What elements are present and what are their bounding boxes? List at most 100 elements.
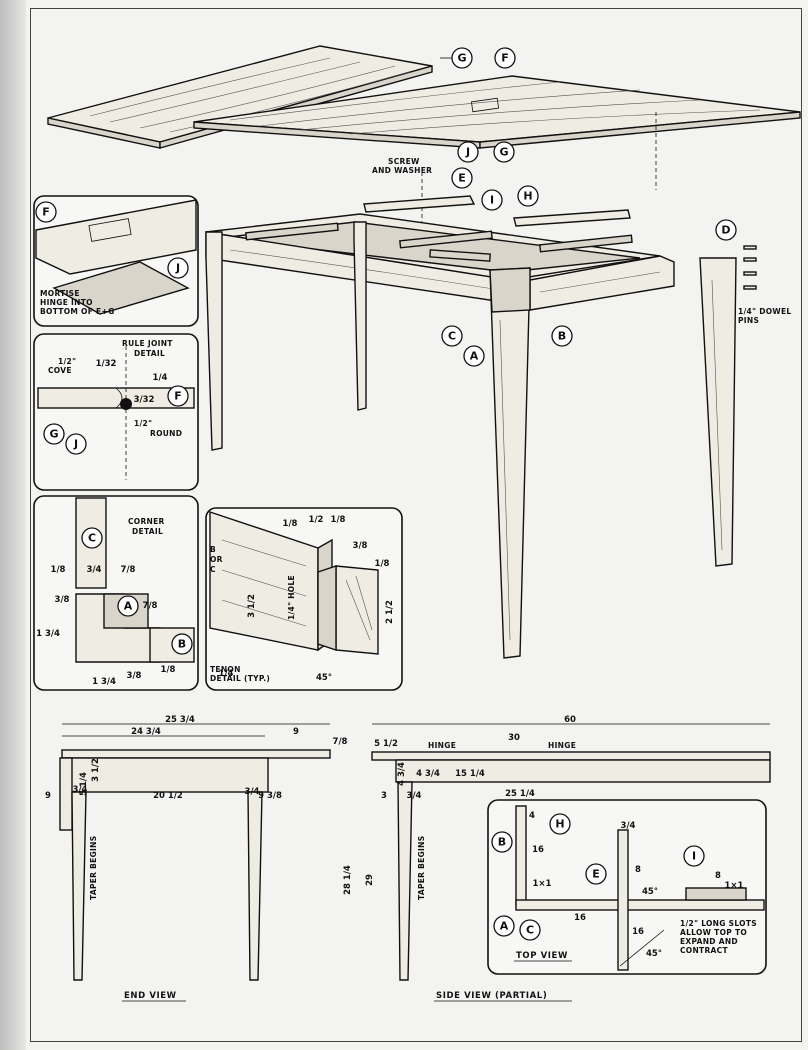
drawing-sheet xyxy=(30,8,802,1042)
svg-text:7/8: 7/8 xyxy=(143,601,158,611)
svg-text:J: J xyxy=(175,262,180,275)
svg-text:15 1/4: 15 1/4 xyxy=(455,769,485,779)
svg-text:COVE: COVE xyxy=(48,366,72,375)
svg-text:25 1/4: 25 1/4 xyxy=(505,789,535,799)
svg-text:1/32: 1/32 xyxy=(96,359,117,369)
callout-i xyxy=(481,189,503,211)
callout-f-top-label: F xyxy=(501,52,509,65)
svg-text:4 3/4: 4 3/4 xyxy=(416,769,440,779)
svg-text:C: C xyxy=(526,924,534,937)
top-f xyxy=(193,75,801,149)
svg-text:1/2": 1/2" xyxy=(58,357,76,366)
svg-text:EXPAND AND: EXPAND AND xyxy=(680,937,738,946)
svg-text:1/2": 1/2" xyxy=(134,419,152,428)
svg-text:J: J xyxy=(73,438,78,451)
svg-text:B: B xyxy=(498,836,506,849)
svg-text:RULE JOINT: RULE JOINT xyxy=(122,339,173,348)
page-binding-shadow xyxy=(0,0,26,1050)
svg-text:1/4" HOLE: 1/4" HOLE xyxy=(287,575,296,620)
callout-g-rule xyxy=(43,423,65,445)
svg-text:1×1: 1×1 xyxy=(533,879,552,889)
svg-text:PINS: PINS xyxy=(738,316,759,325)
svg-text:8: 8 xyxy=(715,871,721,881)
svg-text:25 3/4: 25 3/4 xyxy=(165,715,195,725)
callout-a xyxy=(463,345,485,367)
callout-g-top-label: G xyxy=(457,52,466,65)
svg-text:AND WASHER: AND WASHER xyxy=(372,166,432,175)
callout-c xyxy=(441,325,463,347)
svg-text:3/8: 3/8 xyxy=(55,595,70,605)
svg-text:F: F xyxy=(174,390,182,403)
svg-text:2 1/2: 2 1/2 xyxy=(385,600,395,624)
apron-frame xyxy=(205,213,675,311)
callout-a-corner xyxy=(117,595,139,617)
svg-text:DETAIL: DETAIL xyxy=(132,527,163,536)
callout-f-hinge xyxy=(35,201,57,223)
svg-text:30: 30 xyxy=(508,733,520,743)
svg-text:TAPER BEGINS: TAPER BEGINS xyxy=(417,836,426,900)
callout-i-label: I xyxy=(490,194,494,207)
svg-text:1/2" LONG SLOTS: 1/2" LONG SLOTS xyxy=(680,919,757,928)
svg-text:3/8: 3/8 xyxy=(127,671,142,681)
svg-text:DETAIL (TYP.): DETAIL (TYP.) xyxy=(210,674,270,683)
svg-text:45°: 45° xyxy=(646,949,662,959)
callouts-main: G F J G E H I D C B A xyxy=(440,47,737,367)
legs xyxy=(205,221,737,659)
svg-text:3 1/2: 3 1/2 xyxy=(247,594,257,618)
svg-text:7/8: 7/8 xyxy=(121,565,136,575)
callout-b-label: B xyxy=(558,330,566,343)
callout-j-rule xyxy=(65,433,87,455)
svg-text:3/4: 3/4 xyxy=(407,791,422,801)
svg-text:3/4: 3/4 xyxy=(621,821,636,831)
svg-text:TENON: TENON xyxy=(210,665,241,674)
inset-corner: C A B CORNER DETAIL 1/8 3/4 7/8 3/8 7/8 … xyxy=(33,495,199,691)
callout-b-top xyxy=(491,831,513,853)
callout-b xyxy=(551,325,573,347)
svg-text:1/4" DOWEL: 1/4" DOWEL xyxy=(738,307,791,316)
callout-c-label: C xyxy=(448,330,456,343)
svg-text:24 3/4: 24 3/4 xyxy=(131,727,161,737)
svg-text:9: 9 xyxy=(45,791,51,801)
callout-d xyxy=(715,219,737,241)
callout-g-under xyxy=(493,141,515,163)
note-screw-washer: SCREW AND WASHER xyxy=(372,157,432,175)
end-view: 25 3/4 24 3/4 9 7/8 3/4 3 1/2 5 1/4 20 1… xyxy=(45,715,348,1002)
callout-h xyxy=(517,185,539,207)
svg-text:1 3/4: 1 3/4 xyxy=(92,677,116,687)
svg-text:I: I xyxy=(692,850,696,863)
svg-text:1/8: 1/8 xyxy=(161,665,176,675)
svg-text:DETAIL: DETAIL xyxy=(134,349,165,358)
callout-a-top xyxy=(493,915,515,937)
svg-text:A: A xyxy=(124,600,133,613)
inset-rule-joint: RULE JOINT DETAIL 1/2" COVE 1/32 1/4 3/3… xyxy=(33,333,199,491)
svg-text:3/4: 3/4 xyxy=(245,787,260,797)
svg-text:7/8: 7/8 xyxy=(333,737,348,747)
svg-text:CORNER: CORNER xyxy=(128,517,165,526)
callout-a-label: A xyxy=(470,350,479,363)
svg-text:A: A xyxy=(500,920,509,933)
svg-text:MORTISE: MORTISE xyxy=(40,289,80,298)
svg-text:HINGE: HINGE xyxy=(548,741,576,750)
svg-text:29: 29 xyxy=(365,874,375,886)
svg-text:45°: 45° xyxy=(642,887,658,897)
svg-text:8: 8 xyxy=(635,865,641,875)
svg-text:B: B xyxy=(178,638,186,651)
svg-text:3/8: 3/8 xyxy=(353,541,368,551)
svg-text:3 1/2: 3 1/2 xyxy=(91,758,101,782)
callout-c-top xyxy=(519,919,541,941)
svg-text:20 1/2: 20 1/2 xyxy=(153,791,183,801)
exploded-view xyxy=(47,45,801,659)
top-view: B H E I A C 1×1 16 8 45° 3/4 16 45° 8 1×… xyxy=(487,799,767,975)
svg-text:28 1/4: 28 1/4 xyxy=(343,865,353,895)
svg-text:HINGE INTO: HINGE INTO xyxy=(40,298,93,307)
svg-text:H: H xyxy=(555,818,564,831)
svg-text:1/8: 1/8 xyxy=(283,519,298,529)
inset-tenon: B OR C TENON DETAIL (TYP.) 1/4" HOLE 1/8… xyxy=(205,507,403,691)
callout-f-top xyxy=(494,47,516,69)
svg-text:HINGE: HINGE xyxy=(428,741,456,750)
callout-i-top xyxy=(683,845,705,867)
svg-text:BOTTOM OF F+G: BOTTOM OF F+G xyxy=(40,307,115,316)
svg-text:CONTRACT: CONTRACT xyxy=(680,946,728,955)
svg-text:1/8: 1/8 xyxy=(51,565,66,575)
